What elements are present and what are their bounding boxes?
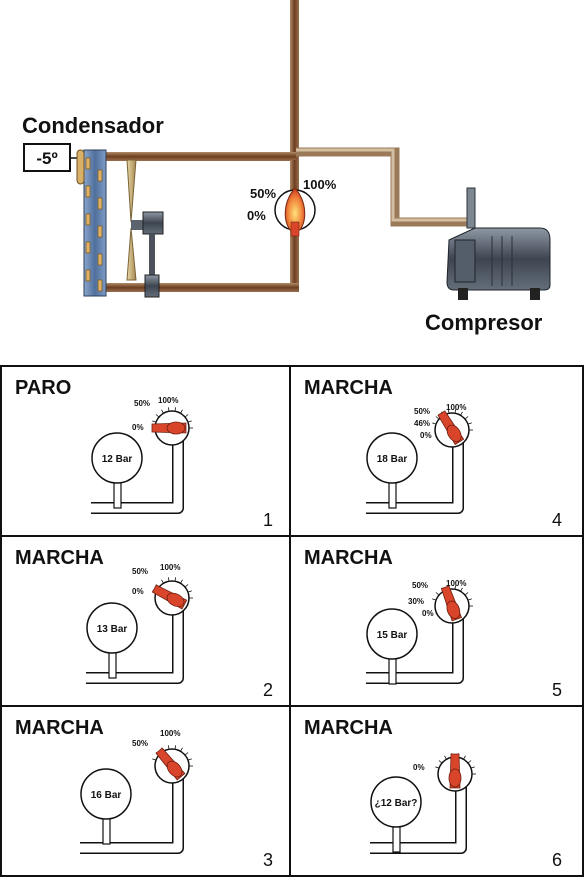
panel-title: MARCHA: [304, 547, 393, 569]
valve-mark: 0%: [413, 763, 425, 772]
pressure-value: 13 Bar: [97, 624, 128, 635]
valve-handle: [437, 410, 465, 446]
valve-mark: 100%: [446, 579, 466, 588]
valve-mark: 50%: [134, 399, 150, 408]
valve-label-0: 0%: [247, 208, 266, 223]
valve-mark: 0%: [420, 431, 432, 440]
pressure-gauge: [86, 602, 138, 654]
valve-mark: 0%: [132, 423, 144, 432]
temperature-probe: [76, 149, 85, 185]
valve-mark: 100%: [158, 396, 178, 405]
gauge-stem: [113, 479, 122, 509]
valve-mark: 50%: [414, 407, 430, 416]
pressure-gauge: [91, 432, 143, 484]
condenser-upper-pipe: [104, 152, 296, 161]
pressure-value: 15 Bar: [377, 630, 408, 641]
main-valve: 50% 100% 0%: [247, 177, 337, 237]
discharge-pipe-vertical: [290, 0, 299, 165]
compressor: [446, 187, 551, 300]
panel-number: 1: [263, 510, 273, 530]
valve-handle: [151, 584, 188, 610]
gauge-stem: [392, 823, 401, 853]
panel-2: MARCHA 2 13 Bar 50% 100% 0%: [15, 547, 273, 700]
gauge-stem: [388, 479, 397, 509]
panel-number: 4: [552, 510, 562, 530]
panel-4: MARCHA 4 18 Bar 50% 100% 46% 0%: [304, 377, 562, 530]
panel-number: 6: [552, 850, 562, 870]
pressure-gauge: [366, 608, 418, 660]
panel-number: 2: [263, 680, 273, 700]
pressure-gauge: [80, 768, 132, 820]
condenser-lower-pipe: [104, 283, 299, 292]
pressure-gauge: [366, 432, 418, 484]
panel-title: PARO: [15, 377, 71, 399]
panel-number: 5: [552, 680, 562, 700]
valve-label-50: 50%: [250, 186, 276, 201]
panel-title: MARCHA: [304, 377, 393, 399]
panel-1: PARO 1 12 Bar 50% 100% 0%: [15, 377, 273, 530]
pressure-gauge: [370, 776, 422, 828]
valve-handle: [440, 585, 463, 622]
condenser-label: Condensador: [22, 113, 164, 138]
panel-title: MARCHA: [15, 547, 104, 569]
compressor-label: Compresor: [425, 310, 543, 335]
panel-5: MARCHA 5 15 Bar 50% 100% 30% 0%: [304, 547, 562, 700]
condenser-fan: [126, 159, 164, 298]
suction-pipe: [296, 147, 470, 227]
valve-mark: 100%: [160, 563, 180, 572]
temperature-value: -5º: [36, 149, 57, 168]
valve-mark: 0%: [422, 609, 434, 618]
top-schematic: -5º Condensador 50% 100% 0%: [22, 0, 551, 335]
valve-handle: [155, 747, 186, 781]
pressure-value: 12 Bar: [102, 454, 133, 465]
panel-3: MARCHA 3 16 Bar 50% 100%: [15, 717, 273, 870]
valve-mark: 50%: [412, 581, 428, 590]
gauge-stem: [102, 815, 111, 845]
condenser-coil: [83, 149, 107, 297]
valve-mark: 100%: [160, 729, 180, 738]
pressure-value: 18 Bar: [377, 454, 408, 465]
valve-handle: [151, 421, 187, 435]
panel-number: 3: [263, 850, 273, 870]
valve-label-100: 100%: [303, 177, 337, 192]
pressure-value: 16 Bar: [91, 790, 122, 801]
panel-6: MARCHA 6 ¿12 Bar? 0%: [304, 717, 562, 870]
temperature-display: -5º: [23, 143, 85, 185]
gauge-stem: [108, 649, 117, 679]
panel-title: MARCHA: [304, 717, 393, 739]
valve-mark: 0%: [132, 587, 144, 596]
pressure-value: ¿12 Bar?: [375, 798, 418, 809]
panel-title: MARCHA: [15, 717, 104, 739]
gauge-stem: [388, 655, 397, 685]
valve-mark: 30%: [408, 597, 424, 606]
valve-handle: [448, 753, 462, 789]
panel-grid: [0, 365, 584, 877]
valve-mark: 46%: [414, 419, 430, 428]
pipe-to-valve: [290, 160, 299, 190]
valve-mark: 100%: [446, 403, 466, 412]
valve-mark: 50%: [132, 567, 148, 576]
valve-mark: 50%: [132, 739, 148, 748]
